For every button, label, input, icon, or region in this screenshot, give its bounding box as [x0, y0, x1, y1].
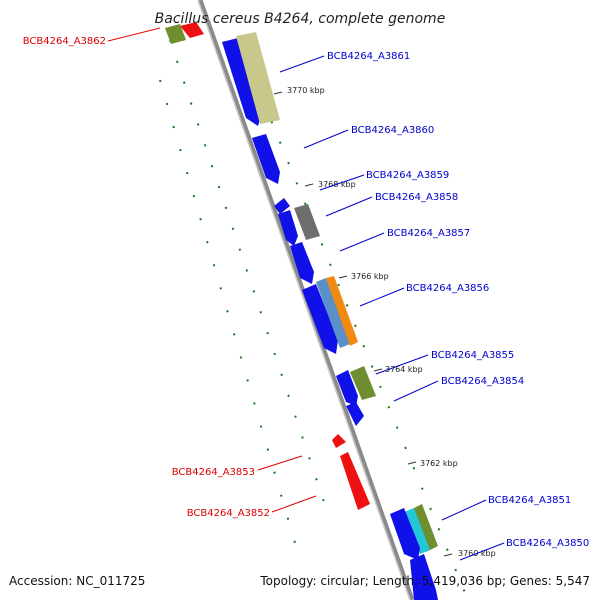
outer-guide-ring	[237, 39, 469, 600]
tick-mark	[407, 461, 417, 465]
gene-BCB4264_A3859[interactable]	[274, 198, 290, 214]
gene-label[interactable]: BCB4264_A3856	[406, 283, 489, 294]
tick-mark	[304, 183, 314, 187]
tick-mark	[373, 368, 383, 372]
gene-BCB4264_A3862-olive[interactable]	[165, 24, 186, 44]
gene-BCB4264_A3856-cog-a[interactable]	[316, 278, 350, 348]
leader-line	[393, 380, 439, 402]
gene-BCB4264_A3852[interactable]	[340, 452, 370, 510]
leader-line	[359, 287, 405, 307]
map-title: Bacillus cereus B4264, complete genome	[155, 11, 446, 27]
gene-BCB4264_A3861[interactable]	[222, 38, 262, 126]
leader-line	[459, 542, 505, 561]
gene-label[interactable]: BCB4264_A3853	[172, 467, 255, 478]
gene-BCB4264_A3855[interactable]	[336, 370, 358, 406]
gene-label[interactable]: BCB4264_A3859	[366, 170, 449, 181]
accession-text: Accession: NC_011725	[9, 574, 146, 588]
genome-backbone-highlight	[197, 0, 411, 600]
leader-lines	[107, 27, 505, 561]
gene-BCB4264_A3851[interactable]	[390, 508, 420, 560]
gene-BCB4264_A3851-cog-b[interactable]	[404, 508, 430, 554]
leader-line	[441, 499, 487, 521]
gene-label[interactable]: BCB4264_A3851	[488, 495, 571, 506]
tick-mark	[273, 91, 283, 95]
far-inner-guide-ring	[159, 79, 301, 561]
gene-BCB4264_A3857[interactable]	[290, 242, 314, 284]
gene-label[interactable]: BCB4264_A3860	[351, 125, 434, 136]
gene-BCB4264_A3861-cog[interactable]	[236, 32, 280, 124]
gene-label[interactable]: BCB4264_A3858	[375, 192, 458, 203]
gene-BCB4264_A3862[interactable]	[180, 22, 204, 38]
gene-label[interactable]: BCB4264_A3862	[23, 36, 106, 47]
leader-line	[319, 174, 365, 191]
tick-label: 3770 kbp	[287, 86, 325, 95]
gene-label[interactable]: BCB4264_A3854	[441, 376, 524, 387]
gene-BCB4264_A3853[interactable]	[332, 434, 346, 448]
gene-features	[165, 22, 438, 600]
genome-summary-text: Topology: circular; Length: 5,419,036 bp…	[260, 574, 590, 588]
leader-line	[303, 129, 349, 149]
tick-label: 3762 kbp	[420, 459, 458, 468]
tick-marks	[273, 91, 453, 557]
gene-BCB4264_A3858-cog[interactable]	[294, 204, 320, 240]
gene-label[interactable]: BCB4264_A3855	[431, 350, 514, 361]
gene-BCB4264_A3854[interactable]	[346, 402, 364, 426]
gene-BCB4264_A3850[interactable]	[410, 554, 438, 600]
tick-label: 3766 kbp	[351, 272, 389, 281]
gene-label[interactable]: BCB4264_A3857	[387, 228, 470, 239]
leader-line	[271, 495, 317, 513]
leader-line	[325, 196, 373, 217]
gene-BCB4264_A3856[interactable]	[302, 284, 338, 354]
tick-mark	[443, 553, 453, 557]
gene-BCB4264_A3855-cog[interactable]	[350, 366, 376, 400]
leader-line	[375, 354, 429, 375]
gene-BCB4264_A3856-cog-b[interactable]	[326, 276, 358, 346]
gene-labels: BCB4264_A3862 BCB4264_A3861 BCB4264_A386…	[23, 36, 590, 549]
gene-BCB4264_A3860[interactable]	[252, 134, 280, 184]
gene-BCB4264_A3858[interactable]	[278, 210, 298, 246]
tick-mark	[338, 275, 348, 279]
leader-line	[257, 455, 303, 471]
gene-label[interactable]: BCB4264_A3852	[187, 508, 270, 519]
gene-label[interactable]: BCB4264_A3861	[327, 51, 410, 62]
tick-label: 3764 kbp	[385, 365, 423, 374]
leader-line	[339, 232, 385, 252]
gene-label[interactable]: BCB4264_A3850	[506, 538, 589, 549]
leader-line	[279, 55, 325, 73]
leader-line	[107, 27, 161, 42]
